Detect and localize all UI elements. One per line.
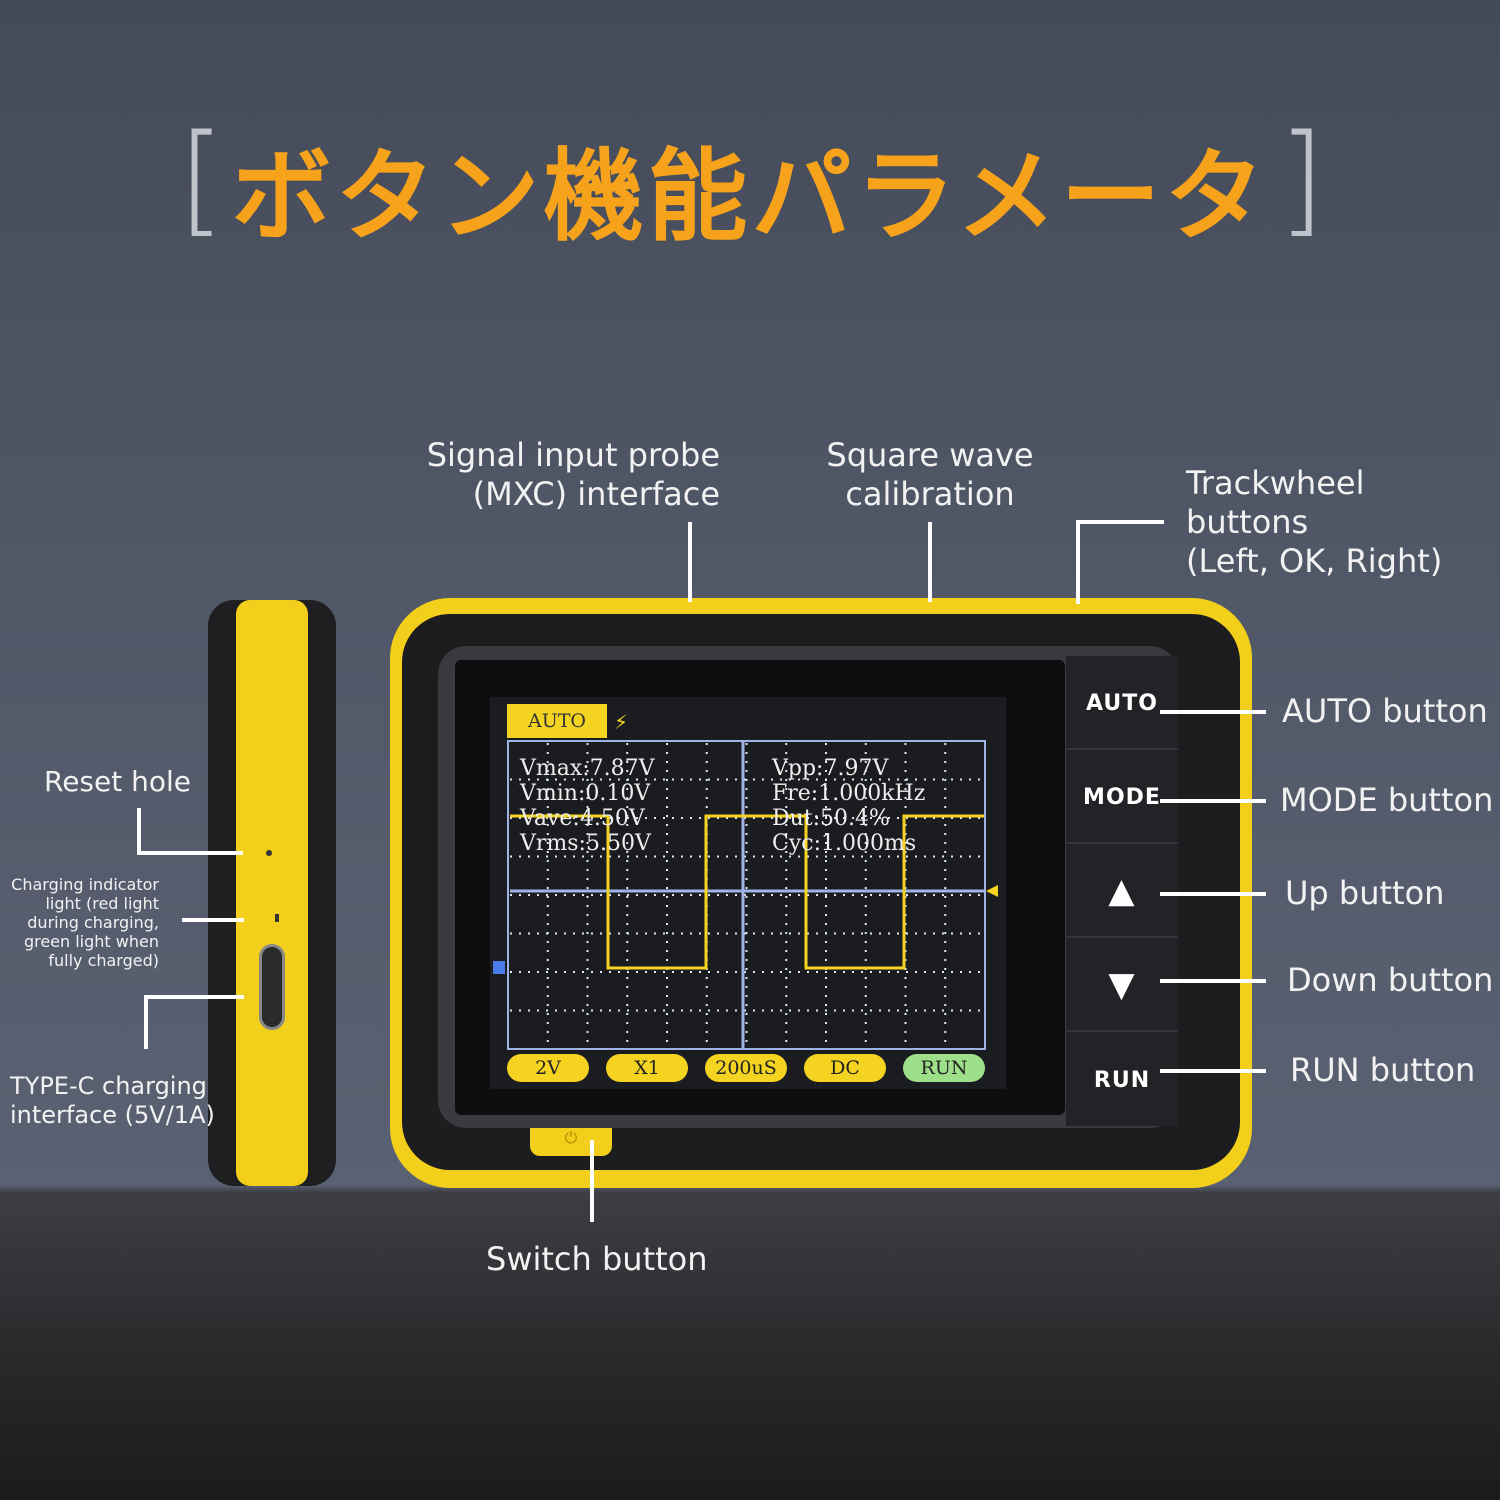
reset-hole	[266, 850, 272, 856]
switch-button-label: Switch button	[486, 1240, 708, 1278]
channel-marker	[493, 961, 505, 974]
coupling: DC	[804, 1054, 886, 1082]
mode-indicator: AUTO	[507, 704, 607, 738]
waveform-grid	[493, 740, 998, 1050]
button-panel	[1066, 656, 1178, 1126]
leader-line	[928, 522, 932, 602]
leader-line	[688, 522, 692, 602]
leader-line	[1160, 1069, 1266, 1073]
leader-line	[1160, 979, 1266, 983]
auto-button[interactable]: AUTO	[1066, 658, 1178, 750]
type-c-port	[259, 944, 285, 1030]
leader-line	[1160, 710, 1266, 714]
leader-line	[144, 995, 244, 999]
trigger-level-marker	[986, 885, 998, 897]
open-bracket: [	[178, 110, 225, 249]
leader-line	[1076, 520, 1164, 524]
oscilloscope-display	[490, 697, 1006, 1089]
square-wave-trace	[510, 814, 984, 970]
down-button-label: Down button	[1287, 961, 1494, 999]
leader-line	[1076, 520, 1080, 604]
run-button[interactable]: RUN	[1093, 1067, 1151, 1093]
rising-edge-icon: ⚡	[614, 710, 629, 734]
mode-button[interactable]: MODE	[1066, 752, 1178, 844]
leader-line	[182, 918, 244, 922]
leader-line	[1160, 892, 1266, 896]
signal-input-label: Signal input probe(MXC) interface	[426, 436, 720, 513]
leader-line	[137, 851, 243, 855]
up-button-label: Up button	[1285, 874, 1445, 912]
probe-multiplier: X1	[606, 1054, 688, 1082]
close-bracket: ]	[1278, 110, 1325, 249]
reset-hole-label: Reset hole	[44, 765, 191, 798]
page-title: ボタン機能パラメータ	[231, 138, 1269, 255]
mode-button-label: MODE button	[1280, 781, 1494, 819]
power-switch-button[interactable]: ⏻	[530, 1128, 612, 1156]
charging-indicator-light	[275, 914, 279, 922]
grid-border	[507, 740, 986, 1050]
run-status: RUN	[903, 1054, 985, 1082]
down-button[interactable]: ▼	[1066, 940, 1178, 1032]
power-icon: ⏻	[564, 1128, 578, 1147]
time-per-div: 200uS	[705, 1054, 787, 1082]
auto-button-label: AUTO button	[1282, 692, 1488, 730]
volts-per-div: 2V	[507, 1054, 589, 1082]
leader-line	[590, 1140, 594, 1222]
side-yellow-bumper	[236, 600, 308, 1186]
leader-line	[1160, 799, 1266, 803]
up-button[interactable]: ▲	[1066, 846, 1178, 938]
leader-line	[144, 995, 148, 1049]
leader-line	[137, 808, 141, 854]
run-button-label: RUN button	[1290, 1051, 1476, 1089]
